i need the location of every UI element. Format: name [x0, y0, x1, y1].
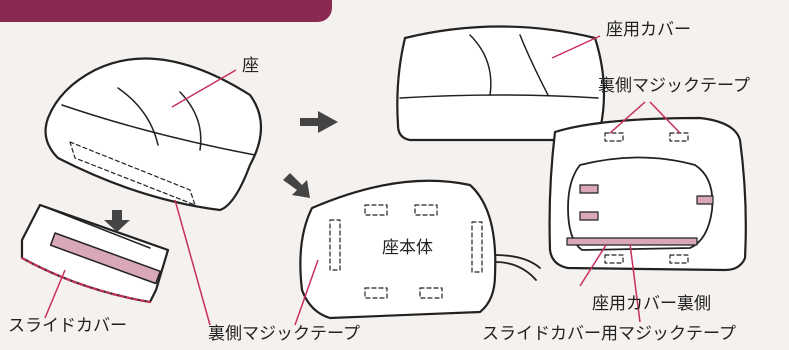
label-seat-cover: 座用カバー: [606, 20, 691, 40]
label-back-velcro-bottom: 裏側マジックテープ: [208, 324, 360, 344]
seat-cover-illustration: [396, 25, 606, 142]
label-back-velcro-top: 裏側マジックテープ: [598, 76, 750, 96]
arrow-right: [300, 111, 338, 133]
slide-cover-illustration: [20, 203, 170, 304]
leader-lines: [44, 35, 681, 326]
seat-illustration: [44, 57, 262, 212]
label-seat: 座: [242, 56, 259, 76]
seat-cover-back-illustration: [548, 116, 747, 272]
arrow-down: [104, 210, 130, 232]
label-slide-cover: スライドカバー: [8, 316, 127, 336]
label-seat-body: 座本体: [382, 238, 433, 258]
arrows: [104, 111, 338, 232]
label-slide-cover-velcro: スライドカバー用マジックテープ: [482, 324, 736, 344]
arrow-down-right: [283, 173, 310, 198]
header-band: [0, 0, 332, 22]
label-seat-cover-back: 座用カバー裏側: [592, 294, 711, 314]
seat-body-illustration: [299, 179, 541, 320]
